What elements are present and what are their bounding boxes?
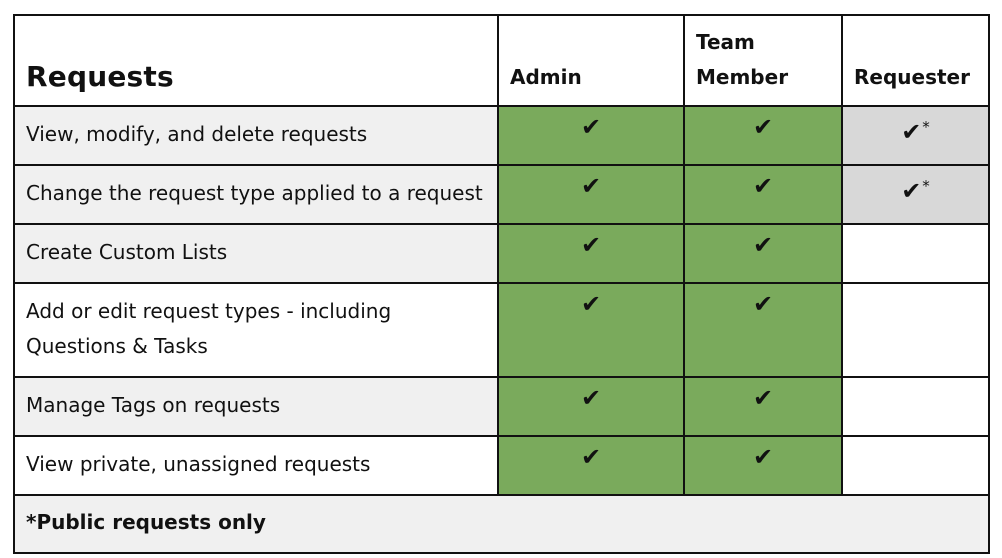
checkmark-icon: ✔: [580, 443, 602, 471]
permission-label: Manage Tags on requests: [13, 376, 499, 437]
checkmark-icon: ✔: [580, 172, 602, 200]
checkmark-icon: ✔: [752, 231, 774, 259]
check-cell-requester: [841, 435, 990, 496]
permission-label: Add or edit request types - including Qu…: [13, 282, 499, 378]
checkmark-icon: ✔: [901, 177, 922, 205]
check-cell-admin: ✔: [497, 435, 685, 496]
check-cell-team-member: ✔: [683, 435, 843, 496]
checkmark-icon: ✔: [580, 384, 602, 412]
column-header-requester: Requester: [841, 14, 990, 107]
header-row: Requests Admin Team Member Requester: [13, 14, 990, 107]
table-row: Create Custom Lists ✔ ✔: [13, 223, 990, 284]
checkmark-icon: ✔: [752, 172, 774, 200]
checkmark-icon: ✔: [580, 290, 602, 318]
check-cell-requester: [841, 376, 990, 437]
check-cell-team-member: ✔: [683, 376, 843, 437]
permission-label: Change the request type applied to a req…: [13, 164, 499, 225]
check-cell-requester: ✔*: [841, 164, 990, 225]
asterisk-marker: *: [922, 177, 930, 195]
checkmark-icon: ✔: [580, 231, 602, 259]
permission-label: View, modify, and delete requests: [13, 105, 499, 166]
column-header-team-member: Team Member: [683, 14, 843, 107]
check-cell-team-member: ✔: [683, 164, 843, 225]
table-row: View private, unassigned requests ✔ ✔: [13, 435, 990, 496]
check-cell-admin: ✔: [497, 223, 685, 284]
check-cell-requester: [841, 282, 990, 378]
checkmark-icon: ✔: [752, 443, 774, 471]
check-cell-requester: ✔*: [841, 105, 990, 166]
table-row: View, modify, and delete requests✔✔✔*: [13, 105, 990, 166]
checkmark-icon: ✔: [580, 113, 602, 141]
checkmark-icon: ✔: [901, 118, 922, 146]
table-row: Add or edit request types - including Qu…: [13, 282, 990, 378]
permissions-table: Requests Admin Team Member Requester Vie…: [13, 14, 990, 554]
checkmark-icon: ✔: [752, 113, 774, 141]
check-cell-team-member: ✔: [683, 223, 843, 284]
table-title: Requests: [13, 14, 499, 107]
footnote: *Public requests only: [13, 494, 990, 554]
team-member-label: Team Member: [696, 30, 789, 89]
check-cell-requester: [841, 223, 990, 284]
checkmark-icon: ✔: [752, 384, 774, 412]
table-row: Change the request type applied to a req…: [13, 164, 990, 225]
check-cell-admin: ✔: [497, 164, 685, 225]
check-cell-admin: ✔: [497, 282, 685, 378]
checkmark-icon: ✔: [752, 290, 774, 318]
check-cell-team-member: ✔: [683, 105, 843, 166]
asterisk-marker: *: [922, 118, 930, 136]
permission-label: View private, unassigned requests: [13, 435, 499, 496]
check-cell-admin: ✔: [497, 105, 685, 166]
check-cell-admin: ✔: [497, 376, 685, 437]
footnote-row: *Public requests only: [13, 494, 990, 554]
permission-label: Create Custom Lists: [13, 223, 499, 284]
check-cell-team-member: ✔: [683, 282, 843, 378]
table-row: Manage Tags on requests ✔ ✔: [13, 376, 990, 437]
column-header-admin: Admin: [497, 14, 685, 107]
